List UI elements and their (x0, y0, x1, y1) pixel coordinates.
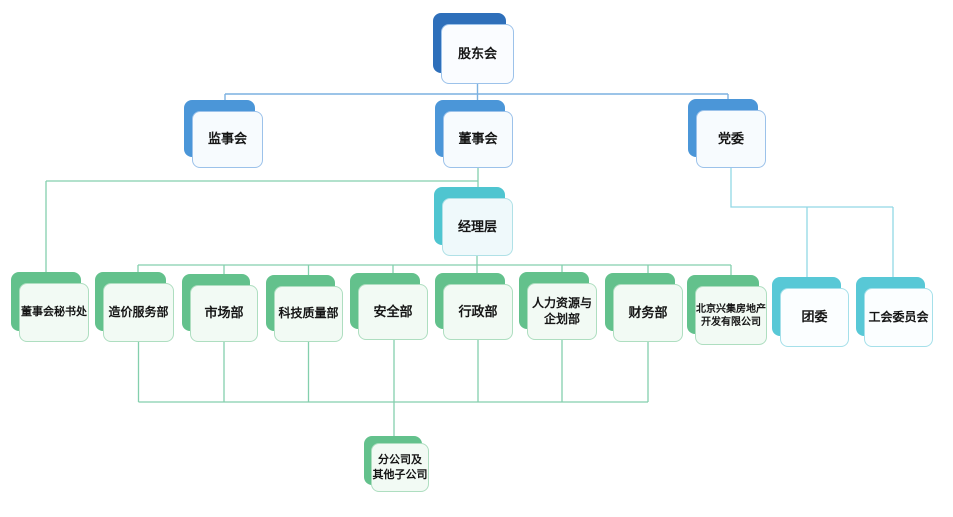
org-node-branches-subsidiaries: 分公司及 其他子公司 (364, 436, 429, 492)
node-label: 人力资源与 企划部 (527, 283, 597, 340)
node-label: 行政部 (443, 284, 513, 340)
node-label: 科技质量部 (274, 286, 343, 342)
node-label: 董事会 (443, 111, 513, 168)
node-label: 股东会 (441, 24, 514, 84)
org-node-marketing-dept: 市场部 (182, 274, 258, 342)
connector-party-branch (730, 168, 894, 289)
org-node-shareholders-meeting: 股东会 (433, 13, 514, 84)
node-label: 财务部 (613, 284, 683, 342)
org-node-supervisory-board: 监事会 (184, 100, 263, 168)
node-label: 造价服务部 (103, 283, 174, 342)
node-label: 董事会秘书处 (19, 283, 89, 342)
org-node-board-of-directors: 董事会 (435, 100, 513, 168)
org-node-hr-planning-dept: 人力资源与 企划部 (519, 272, 597, 340)
node-label: 分公司及 其他子公司 (371, 443, 429, 492)
org-node-management-team: 经理层 (434, 187, 513, 256)
org-node-cost-service-dept: 造价服务部 (95, 272, 174, 342)
org-node-party-committee: 党委 (688, 99, 766, 168)
node-label: 北京兴集房地产 开发有限公司 (695, 286, 767, 345)
org-node-finance-dept: 财务部 (605, 273, 683, 342)
org-node-administration-dept: 行政部 (435, 273, 513, 340)
org-node-safety-dept: 安全部 (350, 273, 428, 340)
connector-directors-branch (45, 168, 479, 278)
node-label: 安全部 (358, 284, 428, 340)
connector-shareholders-level2 (224, 84, 729, 112)
node-label: 监事会 (192, 111, 263, 168)
org-node-beijing-xingji-real-estate: 北京兴集房地产 开发有限公司 (687, 275, 767, 345)
connector-departments-subsidiaries (137, 340, 649, 444)
node-label: 团委 (780, 288, 849, 347)
org-node-board-secretariat: 董事会秘书处 (11, 272, 89, 342)
org-node-youth-league-committee: 团委 (772, 277, 849, 347)
node-label: 党委 (696, 110, 766, 168)
node-label: 市场部 (190, 285, 258, 342)
org-node-labor-union-committee: 工会委员会 (856, 277, 933, 347)
node-label: 经理层 (442, 198, 513, 256)
node-label: 工会委员会 (864, 288, 933, 347)
org-node-tech-quality-dept: 科技质量部 (266, 275, 343, 342)
